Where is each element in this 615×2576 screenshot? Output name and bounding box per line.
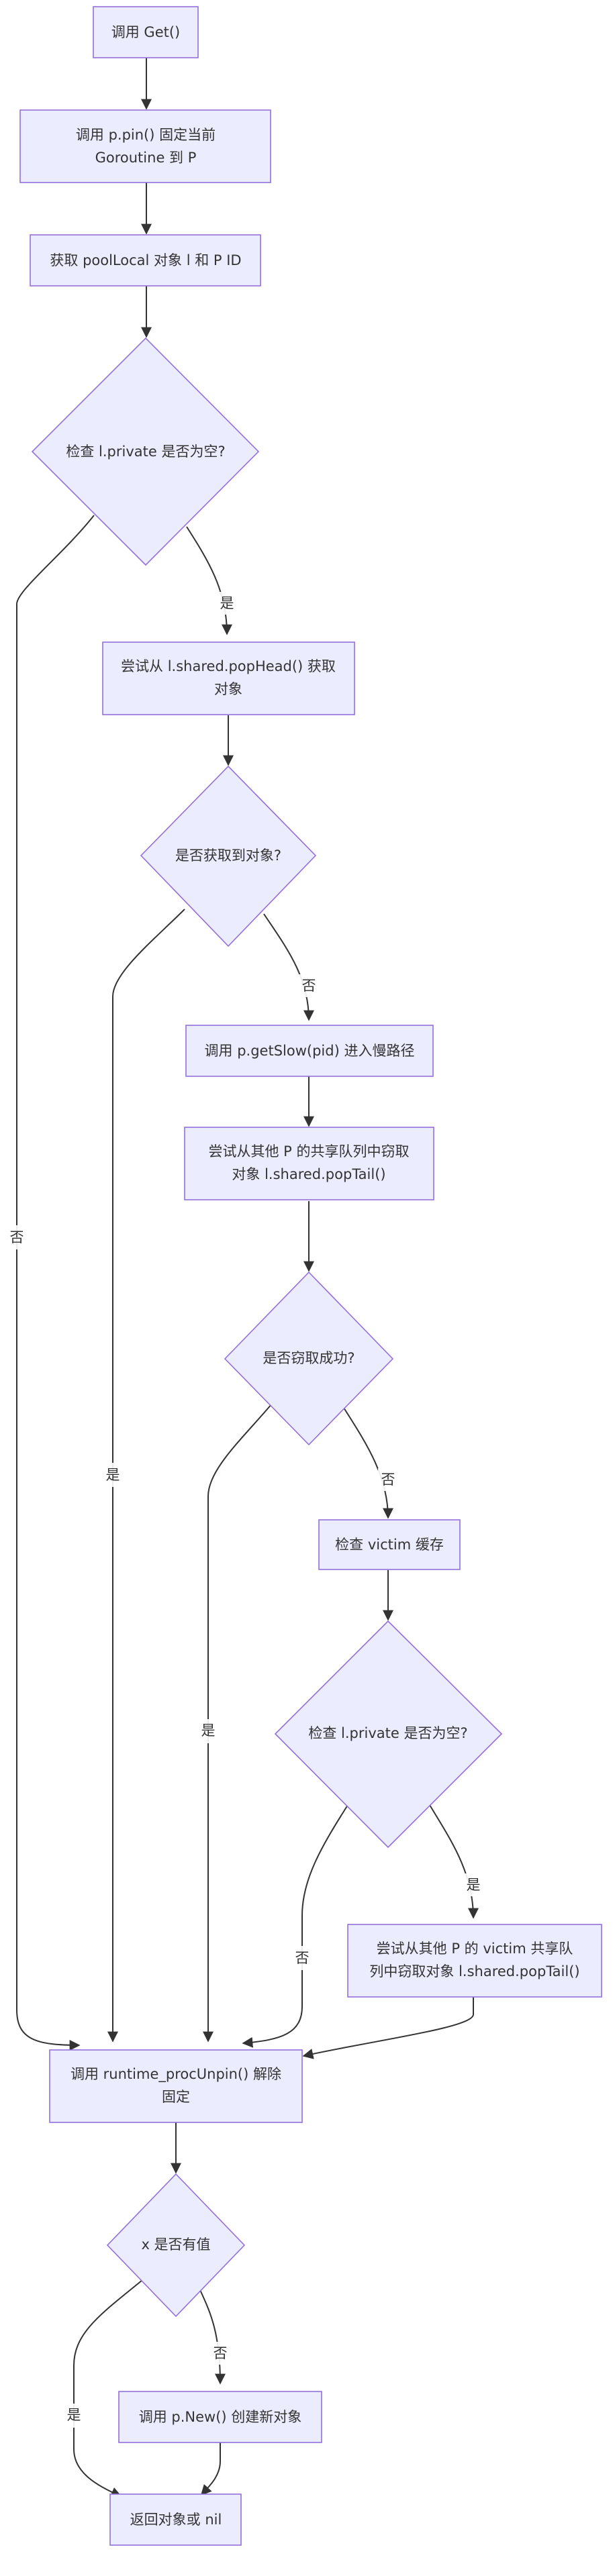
- svg-text:否: 否: [302, 978, 316, 994]
- edge-checkprivate-no: [16, 515, 95, 2051]
- svg-text:对象 l.shared.popTail(): 对象 l.shared.popTail(): [232, 1166, 385, 1182]
- svg-text:尝试从其他 P 的 victim 共享队: 尝试从其他 P 的 victim 共享队: [377, 1941, 573, 1957]
- svg-text:对象: 对象: [214, 681, 242, 697]
- edge-label-private-yes: 是: [217, 592, 237, 615]
- node-check-private: 检查 l.private 是否为空?: [31, 337, 260, 566]
- edge-label-victim-yes: 是: [463, 1873, 483, 1896]
- edge-checkprivatevictim-yes: [429, 1804, 479, 1919]
- node-steal: 尝试从其他 P 的共享队列中窃取 对象 l.shared.popTail(): [184, 1127, 434, 1200]
- edge-label-got-yes: 是: [103, 1463, 123, 1487]
- edge-stealok-no: [343, 1407, 393, 1519]
- svg-text:检查 l.private 是否为空?: 检查 l.private 是否为空?: [308, 1725, 467, 1741]
- edge-checkprivate-yes: [186, 526, 232, 635]
- edge-label-steal-yes: 是: [198, 1719, 218, 1743]
- edge-gotobject-no: [263, 913, 314, 1021]
- node-pin: 调用 p.pin() 固定当前 Goroutine 到 P: [19, 109, 271, 183]
- svg-text:检查 victim 缓存: 检查 victim 缓存: [335, 1537, 444, 1553]
- svg-text:调用 p.getSlow(pid) 进入慢路径: 调用 p.getSlow(pid) 进入慢路径: [205, 1043, 415, 1059]
- edge-label-got-no: 否: [299, 974, 319, 997]
- svg-text:是: 是: [106, 1467, 120, 1483]
- svg-text:Goroutine 到 P: Goroutine 到 P: [95, 150, 197, 166]
- edge-gotobject-yes: [107, 909, 185, 2043]
- node-has-value: x 是否有值: [106, 2173, 246, 2318]
- node-new-object: 调用 p.New() 创建新对象: [118, 2391, 322, 2443]
- node-steal-ok: 是否窃取成功?: [224, 1271, 394, 1446]
- svg-text:否: 否: [214, 2345, 228, 2361]
- svg-text:是否窃取成功?: 是否窃取成功?: [263, 1350, 354, 1366]
- edge-stealvictim-to-unpin: [302, 1992, 474, 2059]
- svg-text:是: 是: [67, 2407, 81, 2423]
- svg-text:调用 runtime_procUnpin() 解除: 调用 runtime_procUnpin() 解除: [70, 2066, 281, 2083]
- node-pop-head: 尝试从 l.shared.popHead() 获取 对象: [102, 641, 355, 715]
- node-got-object: 是否获取到对象?: [140, 765, 317, 947]
- svg-text:调用 p.New() 创建新对象: 调用 p.New() 创建新对象: [139, 2409, 302, 2425]
- edge-checkprivatevictim-no: [242, 1804, 348, 2048]
- svg-text:是否获取到对象?: 是否获取到对象?: [175, 847, 281, 864]
- edge-hasvalue-yes: [73, 2279, 143, 2497]
- svg-text:x 是否有值: x 是否有值: [141, 2236, 210, 2253]
- svg-text:调用 Get(): 调用 Get(): [111, 24, 181, 40]
- node-unpin: 调用 runtime_procUnpin() 解除 固定: [49, 2049, 303, 2123]
- svg-text:尝试从其他 P 的共享队列中窃取: 尝试从其他 P 的共享队列中窃取: [208, 1143, 409, 1160]
- svg-text:固定: 固定: [162, 2089, 190, 2105]
- edge-label-victim-no: 否: [292, 1946, 312, 1970]
- svg-text:否: 否: [381, 1472, 395, 1488]
- edge-label-private-no: 否: [8, 1225, 26, 1249]
- svg-text:列中窃取对象 l.shared.popTail(): 列中窃取对象 l.shared.popTail(): [369, 1963, 579, 1979]
- svg-text:是: 是: [201, 1722, 216, 1739]
- edge-label-has-yes: 是: [64, 2404, 84, 2428]
- svg-text:否: 否: [295, 1950, 310, 1966]
- node-call-get: 调用 Get(): [93, 6, 199, 58]
- edge-newobject-to-return: [200, 2442, 221, 2496]
- svg-text:否: 否: [10, 1229, 24, 1245]
- node-get-slow: 调用 p.getSlow(pid) 进入慢路径: [185, 1025, 434, 1077]
- svg-text:调用 p.pin() 固定当前: 调用 p.pin() 固定当前: [76, 127, 216, 143]
- node-get-local: 获取 poolLocal 对象 l 和 P ID: [30, 234, 261, 287]
- node-check-victim: 检查 victim 缓存: [318, 1519, 461, 1570]
- svg-text:是: 是: [220, 595, 234, 611]
- svg-text:获取 poolLocal 对象 l 和 P ID: 获取 poolLocal 对象 l 和 P ID: [50, 252, 241, 268]
- node-return: 返回对象或 nil: [109, 2493, 242, 2546]
- edge-stealok-yes: [203, 1403, 273, 2043]
- svg-text:尝试从 l.shared.popHead() 获取: 尝试从 l.shared.popHead() 获取: [121, 658, 336, 674]
- svg-text:是: 是: [467, 1877, 481, 1893]
- svg-text:检查 l.private 是否为空?: 检查 l.private 是否为空?: [66, 444, 225, 460]
- node-steal-victim: 尝试从其他 P 的 victim 共享队 列中窃取对象 l.shared.pop…: [347, 1924, 602, 1998]
- edge-label-has-no: 否: [210, 2342, 230, 2365]
- edge-hasvalue-no: [197, 2285, 226, 2385]
- svg-text:返回对象或 nil: 返回对象或 nil: [130, 2512, 222, 2528]
- node-check-private-victim: 检查 l.private 是否为空?: [274, 1620, 503, 1849]
- edge-label-steal-no: 否: [378, 1468, 398, 1491]
